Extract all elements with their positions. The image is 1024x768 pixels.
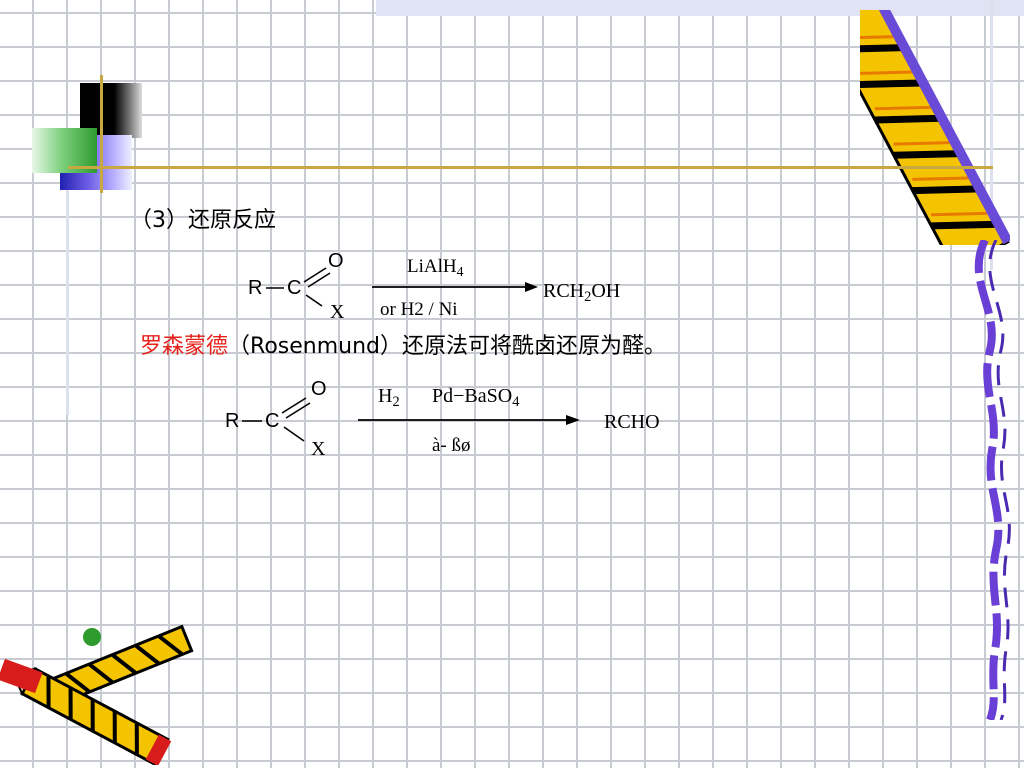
rosenmund-text: （Rosenmund）还原法可将酰卤还原为醛。 bbox=[228, 334, 666, 359]
r2-reagent-h2: H2 bbox=[378, 385, 400, 411]
r1-product: RCH2OH bbox=[543, 280, 621, 306]
r1-O: O bbox=[328, 250, 344, 272]
section-heading: （3）还原反应 bbox=[130, 208, 276, 233]
decor-gold-vertical bbox=[100, 75, 103, 193]
r2-R: R bbox=[225, 410, 240, 432]
r1-C: C bbox=[287, 277, 302, 299]
r1-X: X bbox=[330, 301, 345, 323]
r2-reagent-below: à- ßø bbox=[432, 435, 471, 456]
r1-R: R bbox=[248, 277, 263, 299]
r2-O: O bbox=[311, 378, 327, 400]
r2-catalyst: Pd−BaSO4 bbox=[432, 385, 520, 411]
r2-product: RCHO bbox=[604, 411, 660, 433]
r1-reagent-below: or H2 / Ni bbox=[380, 299, 458, 320]
r1-reagent-above: LiAlH4 bbox=[407, 256, 464, 279]
wavy-border-right-icon bbox=[974, 240, 1011, 720]
r2-bonds bbox=[242, 397, 580, 442]
right-accent-line bbox=[990, 0, 993, 270]
title-underline bbox=[68, 166, 993, 169]
pencil-stripes-top-right-icon bbox=[860, 10, 1010, 245]
r1-bonds bbox=[266, 267, 538, 307]
pencils-bottom-left-icon bbox=[0, 624, 194, 765]
rosenmund-name: 罗森蒙德 bbox=[140, 334, 229, 359]
r2-X: X bbox=[311, 438, 326, 460]
decor-green-square bbox=[32, 128, 97, 173]
rosenmund-description: 罗森蒙德（Rosenmund）还原法可将酰卤还原为醛。 bbox=[140, 328, 666, 360]
r2-C: C bbox=[265, 410, 280, 432]
left-accent-line bbox=[66, 190, 69, 415]
